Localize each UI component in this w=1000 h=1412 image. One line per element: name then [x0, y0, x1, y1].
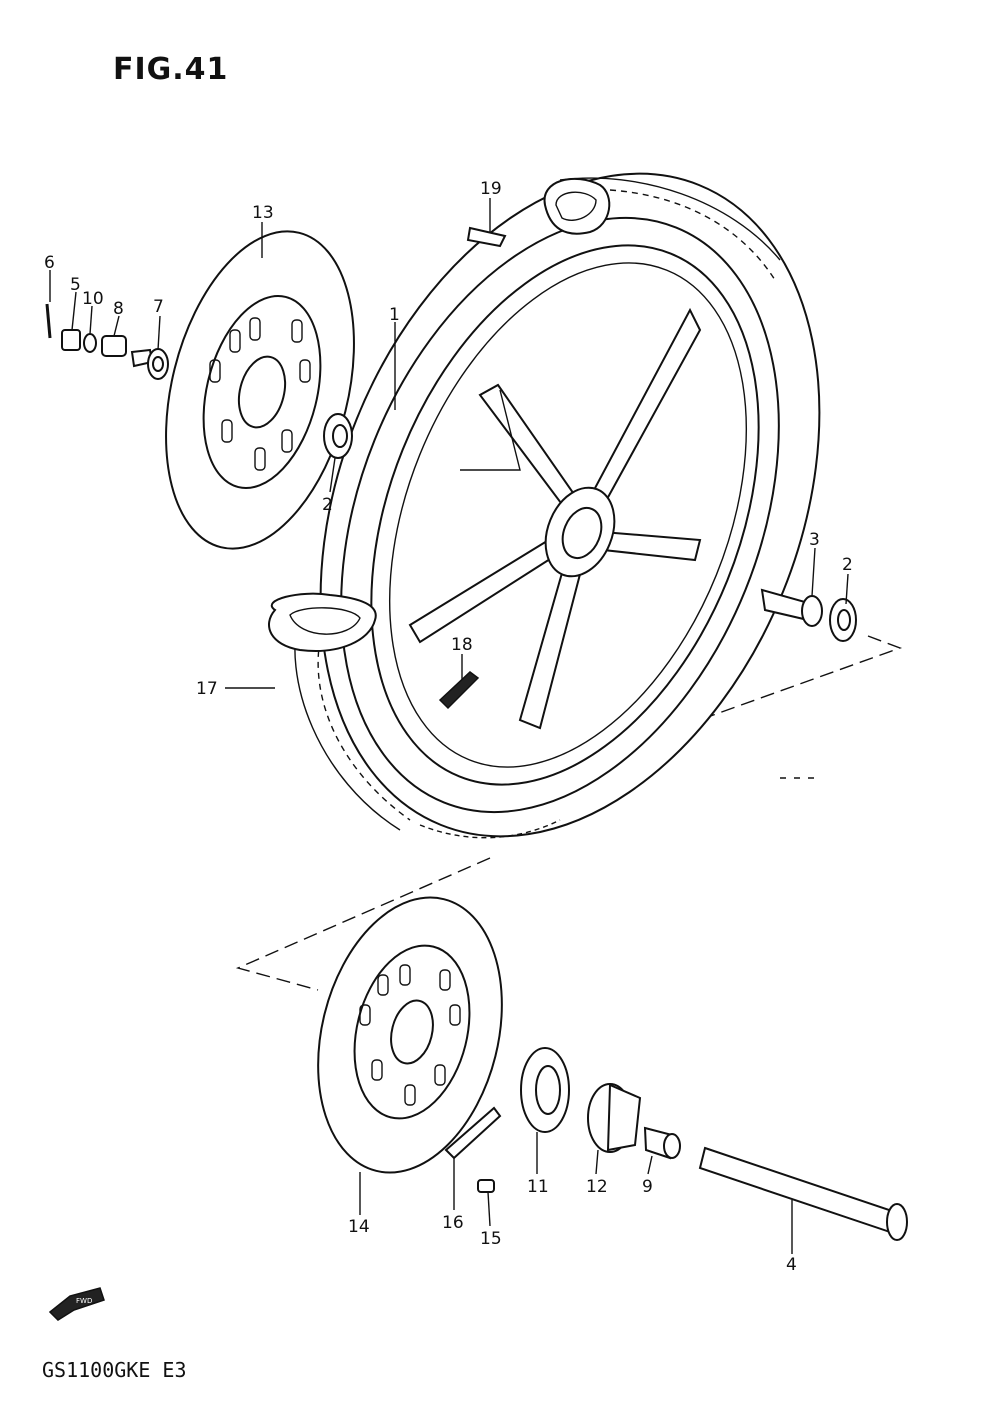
- tire-cutaway-section: [268, 592, 377, 652]
- dust-seal: [520, 1047, 570, 1133]
- callout-12: 12: [586, 1177, 608, 1197]
- balance-weight: [466, 226, 507, 248]
- front-axle: [698, 1146, 908, 1241]
- axle-collar-right: [643, 1126, 681, 1160]
- callout-17: 17: [196, 679, 218, 699]
- callout-2-right: 2: [842, 555, 853, 575]
- callout-7: 7: [153, 297, 164, 317]
- callout-16: 16: [442, 1213, 464, 1233]
- callout-14: 14: [348, 1217, 370, 1237]
- callout-3: 3: [809, 530, 820, 550]
- bearing-spacer: [760, 588, 823, 627]
- axle-spacer: [101, 335, 127, 357]
- tire-cutaway-top: [543, 177, 611, 235]
- callout-10: 10: [82, 289, 104, 309]
- forward-arrow-icon: FWD: [48, 1287, 105, 1321]
- figure-title: FIG.41: [113, 52, 229, 87]
- bearing-left: [323, 413, 353, 459]
- callout-6: 6: [44, 253, 55, 273]
- callout-8: 8: [113, 299, 124, 319]
- callout-5: 5: [70, 275, 81, 295]
- brake-disc-left: [165, 230, 355, 550]
- forward-arrow-label: FWD: [76, 1297, 92, 1305]
- brake-disc-right: [317, 896, 503, 1174]
- callout-19: 19: [480, 179, 502, 199]
- callout-1: 1: [389, 305, 400, 325]
- callout-4: 4: [786, 1255, 797, 1275]
- speedometer-gearbox: [587, 1083, 642, 1153]
- callout-13: 13: [252, 203, 274, 223]
- washer: [83, 333, 97, 353]
- disc-bolt: [477, 1179, 495, 1193]
- axle-nut: [61, 329, 81, 351]
- callout-9: 9: [642, 1177, 653, 1197]
- axle-collar: [130, 348, 169, 380]
- model-label: GS1100GKE E3: [42, 1358, 187, 1382]
- tire-valve: [438, 671, 480, 710]
- callout-2-left: 2: [322, 495, 333, 515]
- wheel-spokes: [408, 307, 702, 730]
- disc-lock-plate: [444, 1106, 502, 1160]
- cotter-pin: [45, 303, 52, 339]
- leader-lines: [49, 198, 849, 1254]
- callout-numbers: 1 2 2 3 4 5 6 7 8 9 10 11 12 13 14 15 16…: [44, 179, 853, 1275]
- wheel-hub: [544, 486, 616, 578]
- callout-11: 11: [527, 1177, 549, 1197]
- front-wheel-assembly: [268, 172, 821, 839]
- callout-15: 15: [480, 1229, 502, 1249]
- callout-18: 18: [451, 635, 473, 655]
- bearing-right: [829, 598, 857, 642]
- rim-inner: [370, 244, 760, 786]
